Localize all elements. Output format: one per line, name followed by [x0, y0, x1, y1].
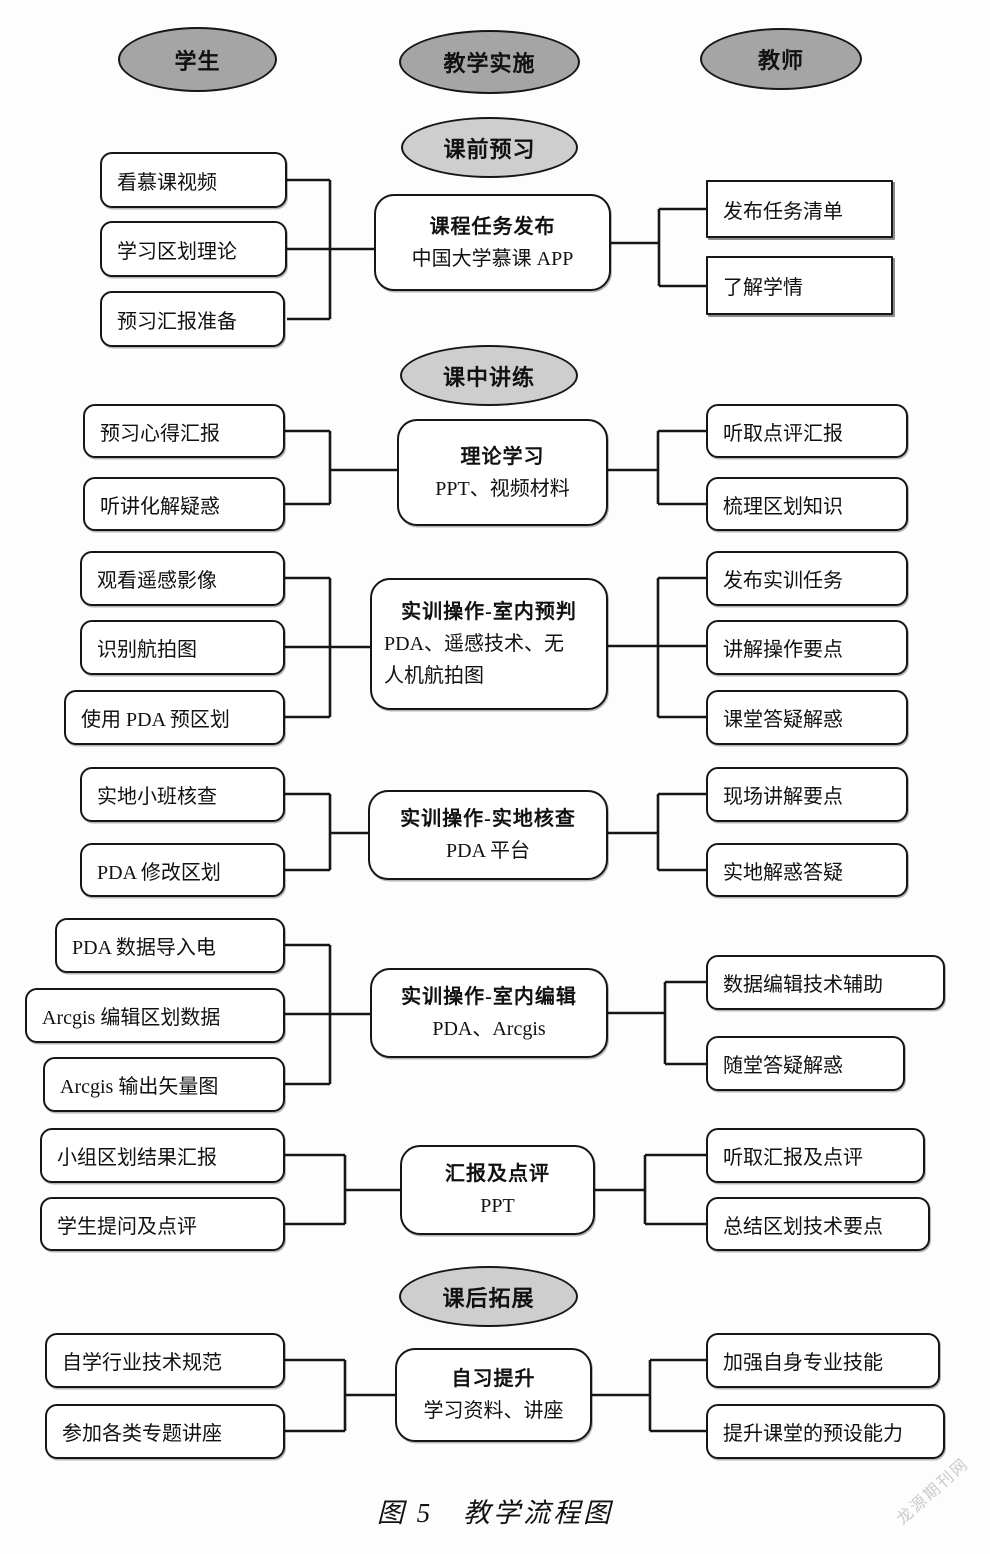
teacher-activity-box: 听取汇报及点评: [706, 1128, 925, 1183]
teaching-step-box: 实训操作-室内编辑 PDA、Arcgis: [370, 968, 608, 1058]
phase-ellipse-pre-class: 课前预习: [401, 117, 578, 178]
step-title: 实训操作-室内预判: [401, 601, 577, 623]
teaching-step-box: 理论学习 PPT、视频材料: [397, 419, 608, 526]
step-subtitle: PDA、Arcgis: [432, 1018, 546, 1040]
teacher-activity-box: 了解学情: [706, 256, 893, 315]
step-title: 课程任务发布: [429, 215, 556, 238]
teaching-step-box: 课程任务发布 中国大学慕课 APP: [374, 194, 611, 291]
student-activity-box: Arcgis 输出矢量图: [43, 1057, 285, 1112]
teacher-activity-box: 加强自身专业技能: [706, 1333, 940, 1388]
step-title: 实训操作-实地核查: [400, 808, 576, 830]
teacher-activity-box: 讲解操作要点: [706, 620, 908, 675]
teacher-activity-box: 总结区划技术要点: [706, 1197, 930, 1251]
student-activity-box: 看慕课视频: [100, 152, 287, 208]
student-activity-box: 参加各类专题讲座: [45, 1404, 285, 1459]
student-activity-box: PDA 数据导入电: [55, 918, 285, 973]
teacher-activity-box: 随堂答疑解惑: [706, 1036, 905, 1091]
step-title: 汇报及点评: [445, 1163, 550, 1185]
teaching-step-box: 自习提升 学习资料、讲座: [395, 1348, 592, 1442]
step-subtitle: 中国大学慕课 APP: [411, 247, 574, 270]
step-title: 实训操作-室内编辑: [401, 986, 577, 1008]
teaching-step-box: 实训操作-实地核查 PDA 平台: [368, 790, 608, 880]
step-subtitle: 人机航拍图: [384, 665, 484, 687]
student-activity-box: 自学行业技术规范: [45, 1333, 285, 1388]
teaching-step-box: 实训操作-室内预判 PDA、遥感技术、无 人机航拍图: [370, 578, 608, 710]
student-activity-box: 听讲化解疑惑: [83, 477, 285, 531]
student-activity-box: 观看遥感影像: [80, 551, 285, 606]
student-activity-box: PDA 修改区划: [80, 843, 285, 897]
step-subtitle: PPT、视频材料: [435, 477, 570, 500]
teacher-activity-box: 听取点评汇报: [706, 404, 908, 458]
column-ellipse-students: 学生: [118, 27, 277, 92]
step-subtitle: PDA 平台: [446, 840, 530, 862]
step-subtitle: PPT: [480, 1195, 515, 1217]
teacher-activity-box: 数据编辑技术辅助: [706, 955, 945, 1010]
teacher-activity-box: 提升课堂的预设能力: [706, 1404, 945, 1459]
student-activity-box: 学习区划理论: [100, 221, 287, 277]
phase-ellipse-post-class: 课后拓展: [399, 1266, 578, 1327]
column-ellipse-implementation: 教学实施: [399, 30, 580, 94]
student-activity-box: 小组区划结果汇报: [40, 1128, 285, 1183]
phase-ellipse-in-class: 课中讲练: [400, 345, 578, 406]
teaching-step-box: 汇报及点评 PPT: [400, 1145, 595, 1235]
student-activity-box: 预习汇报准备: [100, 291, 285, 347]
step-subtitle: PDA、遥感技术、无: [384, 633, 565, 655]
teacher-activity-box: 现场讲解要点: [706, 767, 908, 822]
teacher-activity-box: 实地解惑答疑: [706, 843, 908, 897]
teacher-activity-box: 发布任务清单: [706, 180, 893, 238]
step-subtitle: 学习资料、讲座: [423, 1400, 564, 1422]
student-activity-box: 识别航拍图: [80, 620, 285, 675]
figure-caption: 图 5 教学流程图: [376, 1498, 614, 1528]
student-activity-box: 使用 PDA 预区划: [64, 690, 285, 745]
student-activity-box: 预习心得汇报: [83, 404, 285, 458]
student-activity-box: 实地小班核查: [80, 767, 285, 822]
step-title: 理论学习: [460, 445, 545, 468]
column-ellipse-teachers: 教师: [700, 28, 862, 90]
teacher-activity-box: 梳理区划知识: [706, 477, 908, 531]
student-activity-box: Arcgis 编辑区划数据: [25, 988, 285, 1043]
teacher-activity-box: 发布实训任务: [706, 551, 908, 606]
teacher-activity-box: 课堂答疑解惑: [706, 690, 908, 745]
step-title: 自习提升: [451, 1368, 536, 1390]
student-activity-box: 学生提问及点评: [40, 1197, 285, 1251]
